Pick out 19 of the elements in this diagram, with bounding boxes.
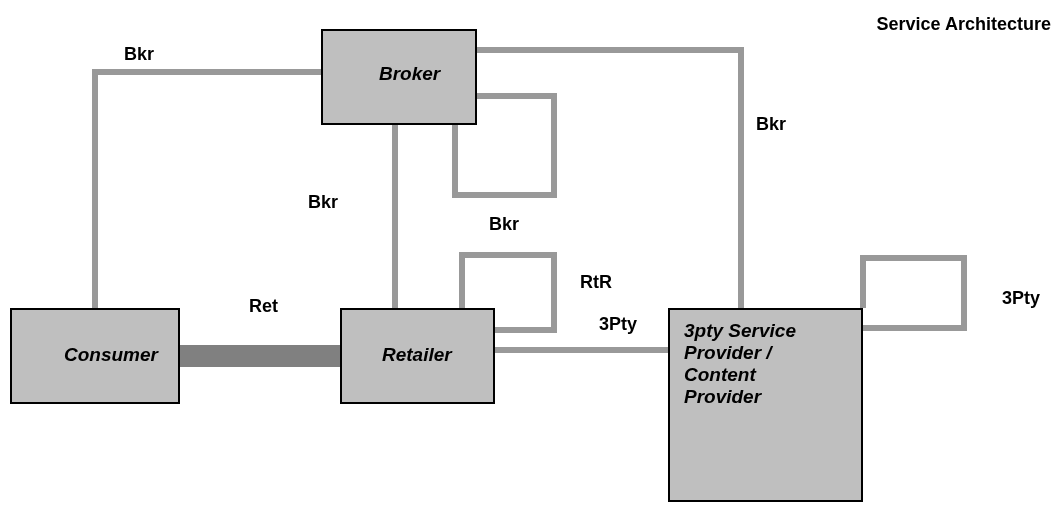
process-box: [340, 308, 495, 404]
connector-line: [92, 69, 321, 308]
process-box: [321, 29, 477, 125]
connector-line: [180, 345, 340, 367]
node-label: Retailer: [382, 344, 454, 366]
node-label: Broker: [379, 63, 442, 85]
edge-label: 3Pty: [597, 314, 640, 335]
connector-line: [477, 47, 744, 308]
process-box: [10, 308, 180, 404]
connector-line: [495, 347, 668, 353]
node-label: 3pty Service Provider / Content Provider: [684, 320, 797, 408]
connector-line: [452, 93, 557, 198]
edge-label: 3Pty: [1000, 288, 1043, 309]
connector-line: [860, 255, 967, 331]
node-label: Consumer: [64, 344, 160, 366]
connector-line: [459, 252, 557, 333]
connector-line: [392, 125, 398, 308]
diagram-title: Service Architecture: [876, 14, 1051, 35]
process-box: [668, 308, 863, 502]
